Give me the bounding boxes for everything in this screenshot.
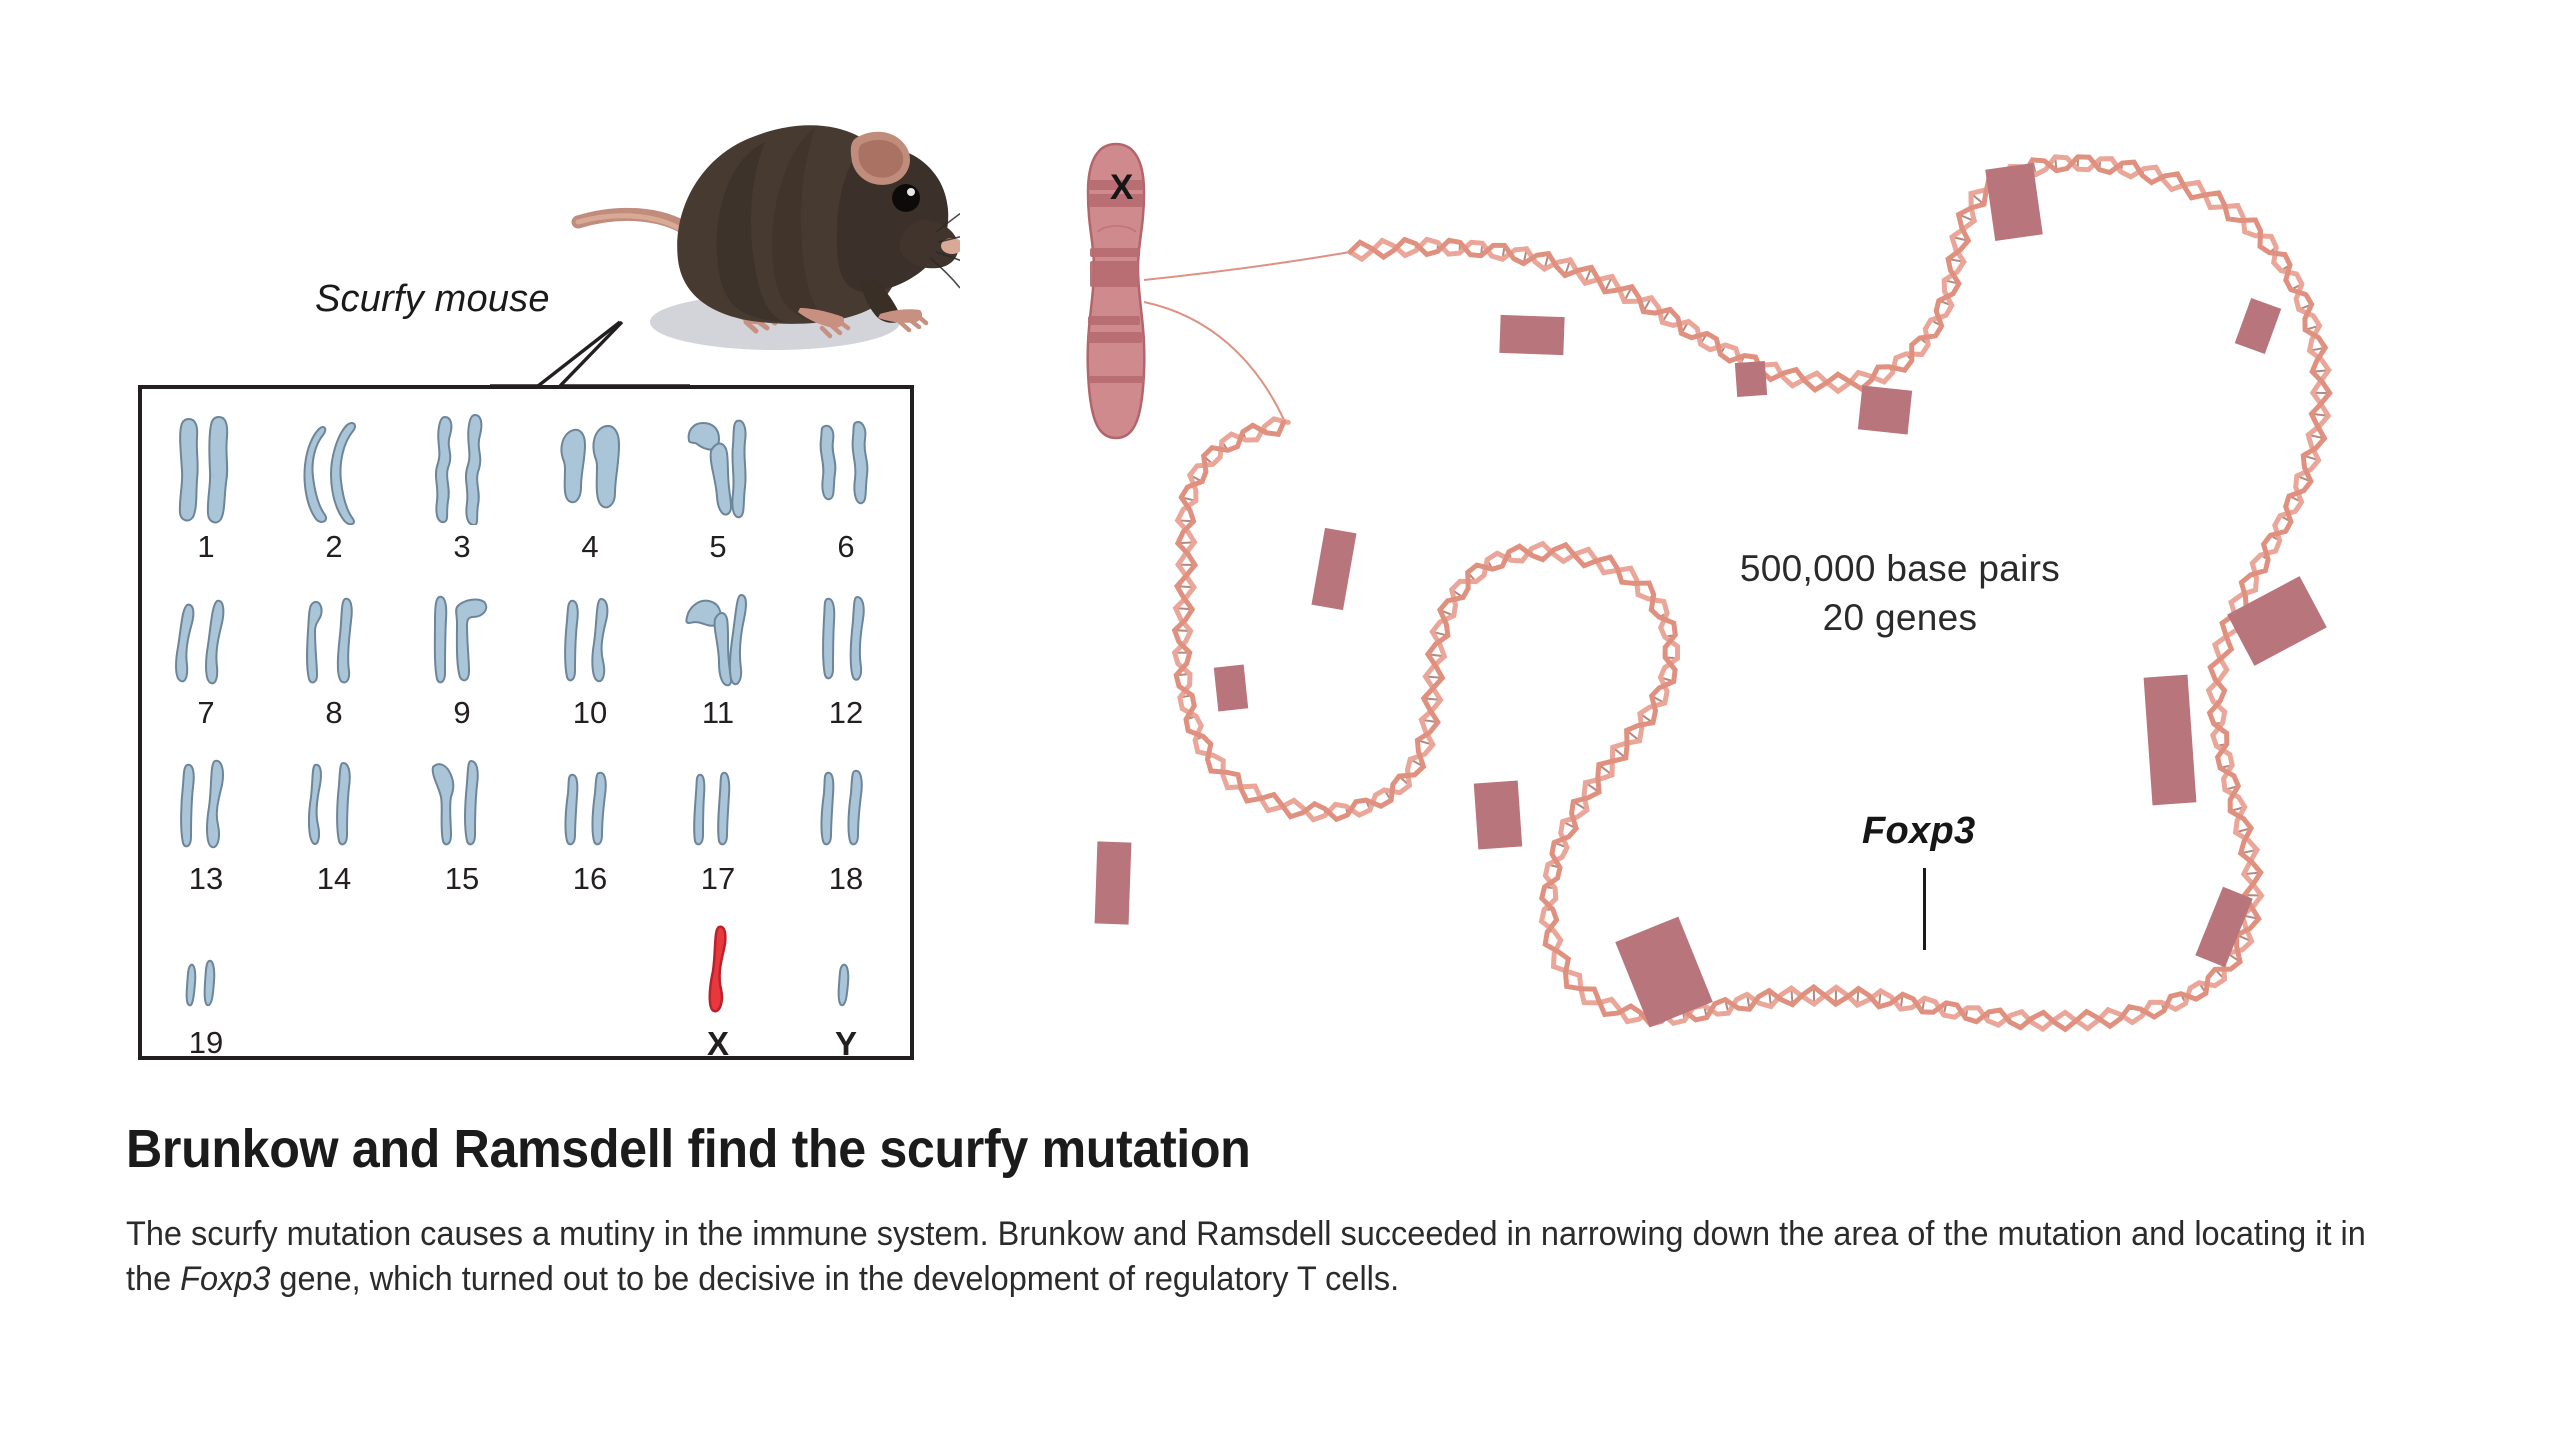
chromosome-cell: 5: [654, 413, 782, 562]
chromosome-icon: [301, 579, 367, 691]
x-chromosome-icon: [1086, 142, 1146, 440]
chromosome-cell: 10: [526, 579, 654, 728]
chromosome-cell-x: X: [654, 909, 782, 1060]
chromosome-label: 16: [572, 861, 608, 896]
karyotype-row: 7 8 9: [142, 579, 910, 728]
chromosome-icon: [557, 745, 623, 857]
chromosome-cell: 3: [398, 413, 526, 562]
chromosome-cell: 4: [526, 413, 654, 562]
chromosome-cell: 19: [142, 909, 270, 1060]
chromosome-label-x: X: [706, 1025, 729, 1062]
chromosome-label: 11: [701, 695, 735, 730]
chromosome-label: 17: [700, 861, 736, 896]
chromosome-cell-y: Y: [782, 909, 910, 1060]
chromosome-label: 7: [197, 695, 215, 730]
chromosome-label-y: Y: [834, 1025, 857, 1062]
chromosome-cell: 16: [526, 745, 654, 894]
chromosome-icon: [813, 745, 879, 857]
karyotype-row: 19 X: [142, 909, 910, 1060]
chromosome-cell: 9: [398, 579, 526, 728]
chromosome-label: 1: [197, 529, 215, 564]
karyotype-row: 13 14 15: [142, 745, 910, 894]
chromosome-label: 2: [325, 529, 343, 564]
caption-body: The scurfy mutation causes a mutiny in t…: [126, 1212, 2399, 1302]
chromosome-cell-empty: [270, 909, 398, 1060]
karyotype-panel: 1 2 3: [138, 385, 914, 1060]
caption-gene-italic: Foxp3: [180, 1260, 271, 1299]
caption-block: Brunkow and Ramsdell find the scurfy mut…: [126, 1120, 2506, 1336]
chromosome-label: 3: [453, 529, 471, 564]
chromosome-label: 6: [837, 529, 855, 564]
region-info-label: 500,000 base pairs 20 genes: [1690, 545, 2110, 643]
chromosome-label: 13: [188, 861, 224, 896]
chromosome-icon: [173, 579, 239, 691]
foxp3-gene-label: Foxp3: [1862, 810, 1976, 852]
chromosome-cell: 2: [270, 413, 398, 562]
chromosome-icon: [429, 745, 495, 857]
chromosome-cell-empty: [526, 909, 654, 1060]
chromosome-cell: 7: [142, 579, 270, 728]
chromosome-icon: [685, 579, 751, 691]
chromosome-cell-empty: [398, 909, 526, 1060]
chromosome-icon: [557, 413, 623, 525]
caption-text-part2: gene, which turned out to be decisive in…: [270, 1260, 1400, 1299]
mouse-caption-label: Scurfy mouse: [315, 278, 550, 320]
chromosome-icon-x-highlighted: [685, 909, 751, 1021]
chromosome-icon: [813, 579, 879, 691]
chromosome-cell: 12: [782, 579, 910, 728]
chromosome-icon: [557, 579, 623, 691]
chromosome-icon: [685, 413, 751, 525]
chromosome-cell: 14: [270, 745, 398, 894]
chromosome-icon-y: [813, 909, 879, 1021]
chromosome-label: 12: [828, 695, 864, 730]
chromosome-label: 8: [325, 695, 343, 730]
chromosome-label: 14: [316, 861, 352, 896]
chromosome-label: 5: [709, 529, 727, 564]
chromosome-icon: [429, 579, 495, 691]
chromosome-cell: 11: [654, 579, 782, 728]
page-title: Brunkow and Ramsdell find the scurfy mut…: [126, 1119, 1251, 1179]
chromosome-icon: [301, 413, 367, 525]
chromosome-label: 19: [188, 1025, 224, 1060]
foxp3-pointer-line: [1923, 868, 1926, 950]
chromosome-icon: [813, 413, 879, 525]
base-pairs-line: 500,000 base pairs: [1739, 548, 2061, 589]
chromosome-cell: 17: [654, 745, 782, 894]
chromosome-label: 18: [828, 861, 864, 896]
chromosome-cell: 18: [782, 745, 910, 894]
chromosome-label: 15: [444, 861, 480, 896]
chromosome-icon: [429, 413, 495, 525]
chromosome-label: 4: [581, 529, 599, 564]
chromosome-icon: [173, 745, 239, 857]
chromosome-cell: 13: [142, 745, 270, 894]
karyotype-row: 1 2 3: [142, 413, 910, 562]
chromosome-cell: 8: [270, 579, 398, 728]
chromosome-icon: [301, 745, 367, 857]
chromosome-label: 9: [453, 695, 471, 730]
chromosome-cell: 15: [398, 745, 526, 894]
chromosome-cell: 6: [782, 413, 910, 562]
chromosome-icon: [685, 745, 751, 857]
chromosome-icon: [173, 909, 239, 1021]
gene-count-line: 20 genes: [1822, 596, 1978, 638]
x-chromosome-label: X: [1110, 168, 1134, 207]
caption-text-part1: The scurfy mutation causes a mutiny in t…: [126, 1215, 2366, 1299]
chromosome-label: 10: [572, 695, 608, 730]
chromosome-cell: 1: [142, 413, 270, 562]
chromosome-icon: [173, 413, 239, 525]
